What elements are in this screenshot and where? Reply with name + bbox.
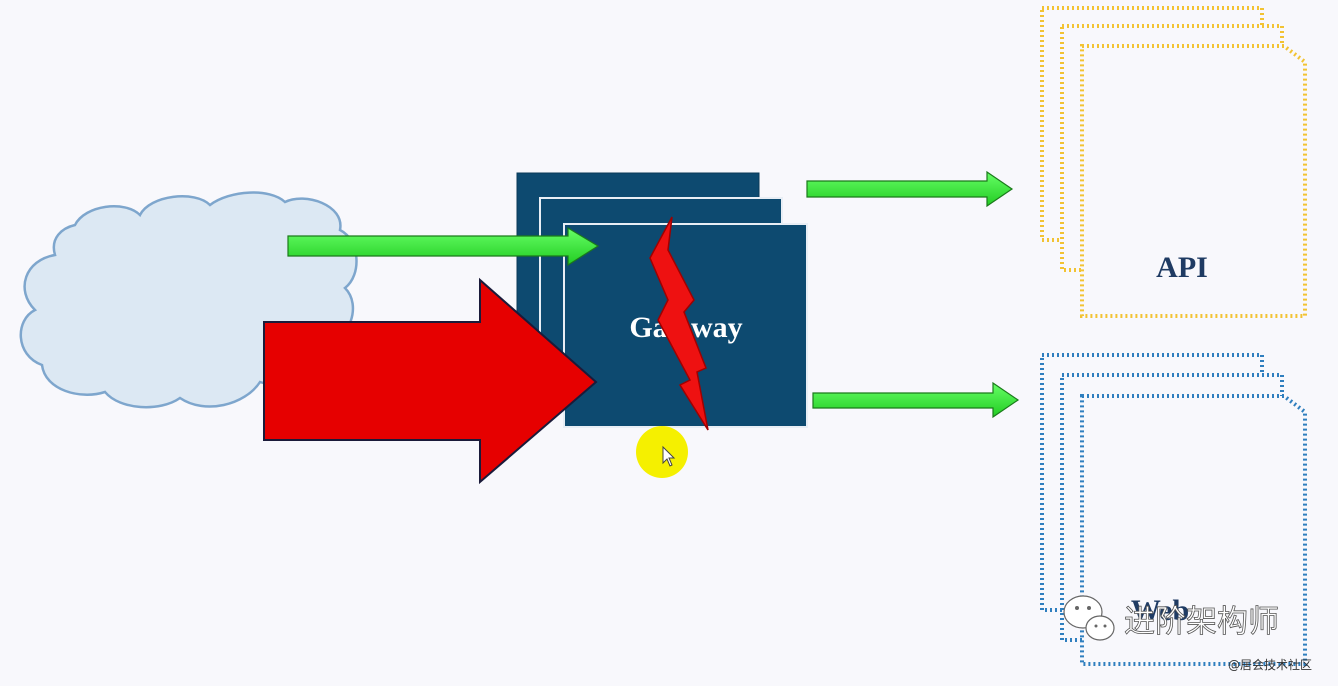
cursor-highlight [636,426,688,478]
overload-traffic-arrow [263,277,598,485]
watermark: 进阶架构师 @居会技术社区 [1063,595,1312,672]
watermark-subtitle: @居会技术社区 [1228,657,1312,672]
route-to-api-arrow [806,170,1014,208]
web-doc-front [1080,394,1307,666]
wechat-logo-icon [1063,595,1115,641]
crack-lightning-icon [649,216,709,431]
web-service-stack [1040,353,1307,666]
watermark-title: 进阶架构师 [1124,604,1279,640]
incoming-request-arrow [287,226,600,267]
api-label: API [1156,251,1208,284]
mouse-pointer-icon [662,445,676,467]
web-label: Web [1131,594,1189,627]
api-doc-front [1080,44,1307,318]
api-service-stack [1040,6,1307,318]
route-to-web-arrow [812,381,1020,419]
